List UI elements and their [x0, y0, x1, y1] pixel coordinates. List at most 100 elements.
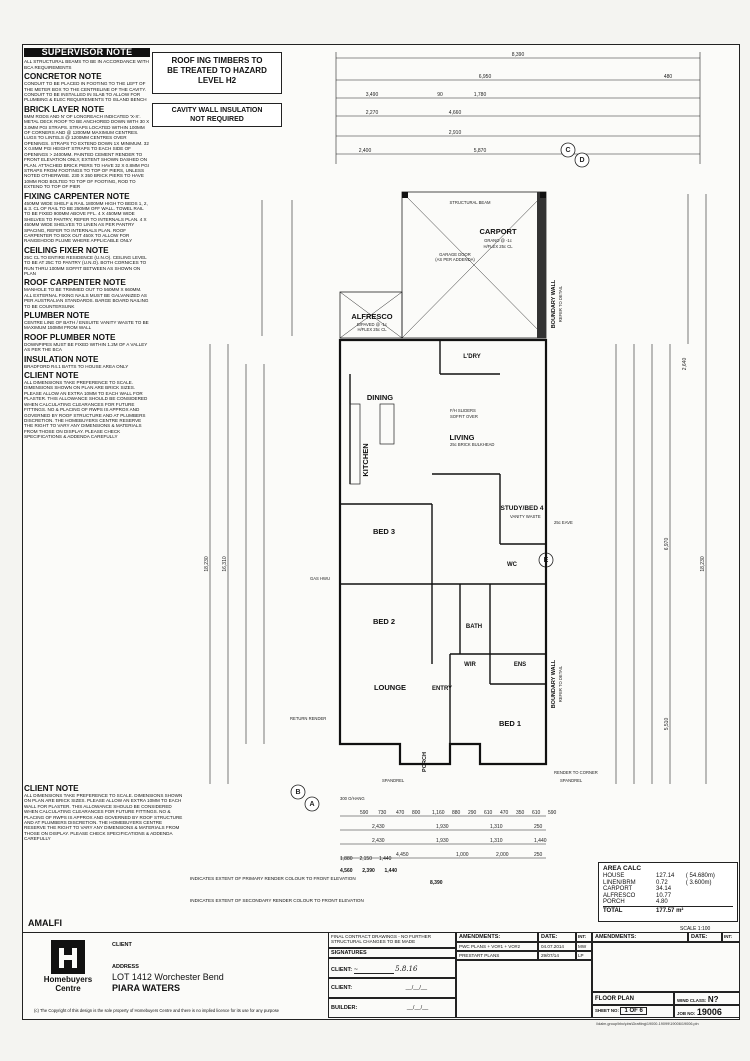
note-section-title: ROOF PLUMBER NOTE [24, 332, 116, 342]
bottom-dim: 610 [532, 810, 541, 816]
roof-box-line: BE TREATED TO HAZARD [167, 66, 267, 75]
area-total-label: TOTAL [603, 905, 657, 914]
spandrel-label: SPANDREL [382, 778, 405, 783]
boundary-wall-sub-2: REFER TO DETAIL [558, 665, 563, 702]
note-section: CEILING FIXER NOTE 25c CL TO ENTIRE RESI… [24, 246, 150, 277]
client-signature: ~ [353, 967, 394, 974]
cavity-box-line: NOT REQUIRED [190, 116, 244, 123]
client-note-footer-text: ALL DIMENSIONS TAKE PREFERENCE TO SCALE.… [24, 793, 183, 842]
dining-label: DINING [367, 393, 393, 402]
signatures-panel: FINAL CONTRACT DRAWINGS - NO FURTHER STR… [328, 932, 456, 1018]
garage-door-label: GARAGE DOOR [439, 252, 471, 257]
top-dim-2: 6,950 [479, 74, 492, 80]
area-value: 10.77 [656, 892, 672, 899]
supervisor-note-title: SUPERVISOR NOTE [24, 48, 150, 58]
alfresco-dim: 2,400 [359, 148, 372, 154]
boundary-wall-sub: REFER TO DETAIL [558, 285, 563, 322]
study-dim: 2,910 [449, 130, 462, 136]
legend-secondary: INDICATES EXTENT OF SECONDARY RENDER COL… [190, 898, 364, 903]
grid-markers [290, 142, 590, 812]
client-signature-row: CLIENT: ~ 5.8.16 [328, 958, 456, 978]
scale-label: SCALE 1:100 [680, 926, 711, 932]
area-calc-title: AREA CALC [603, 865, 642, 872]
amend-date-header-2: DATE: [688, 932, 722, 942]
bottom-dim: 1,930 [436, 824, 449, 830]
porch-label: PORCH [422, 752, 428, 772]
job-no-value: 19006 [696, 1007, 722, 1017]
note-section-title: INSULATION NOTE [24, 354, 99, 364]
kitchen-bench [349, 403, 395, 485]
bottom-dim: 1,440 [384, 868, 398, 874]
client-label: CLIENT [112, 942, 132, 948]
amend-row-2: PRESTART PLANS [456, 951, 538, 960]
dining-dim: 3,490 [366, 92, 379, 98]
bottom-dim: 1,160 [432, 810, 445, 816]
amendments-header-2: AMENDMENTS: [592, 932, 688, 942]
area-value: 0.72 [656, 879, 668, 886]
job-no-label: JOB NO: [677, 1011, 696, 1016]
side-right-dim-2: 6,970 [664, 538, 670, 551]
note-section-title: CLIENT NOTE [24, 371, 79, 381]
alfresco-area [339, 291, 403, 339]
supervisor-note-text: ALL STRUCTURAL BEAMS TO BE IN ACCORDANCE… [24, 59, 149, 70]
amend-row-1: PWC PLANS + VO#1 + VO#2 [456, 942, 538, 951]
notes-column: SUPERVISOR NOTE ALL STRUCTURAL BEAMS TO … [24, 48, 150, 934]
wind-class-label: WIND CLASS: [677, 998, 707, 1003]
bottom-dim: 800 [412, 810, 421, 816]
eave-label: 25c EAVE [554, 520, 573, 525]
client2-date: __/__/__ [405, 985, 428, 991]
bed3-label: BED 3 [373, 527, 395, 536]
carport-sub-2: H/FLEX 25c CL [483, 244, 513, 249]
client2-label: CLIENT: [331, 985, 353, 991]
amend-int-header-2: INT: [722, 932, 740, 942]
grid-marker-b: B [295, 789, 300, 796]
bottom-dim: 1,310 [490, 824, 503, 830]
cavity-insulation-box: CAVITY WALL INSULATION NOT REQUIRED [152, 103, 282, 127]
note-section: CLIENT NOTE ALL DIMENSIONS TAKE PREFEREN… [24, 371, 150, 439]
address-line1: LOT 1412 Worchester Bend [112, 972, 224, 982]
spandrel-label-2: SPANDREL [560, 778, 583, 783]
bottom-dim: 2,430 [372, 824, 385, 830]
legend-primary: INDICATES EXTENT OF PRIMARY RENDER COLOU… [190, 876, 356, 881]
bottom-dim: 1,440 [534, 838, 547, 844]
note-section-text: 450mm WIDE SHELF & RAIL 1800mm HIGH TO B… [24, 200, 148, 244]
note-section-text: DOWNPIPES MUST BE FIXED WITHIN 1.2m OF A… [24, 341, 148, 353]
alfresco-label: ALFRESCO [351, 312, 392, 321]
note-section-title: PLUMBER NOTE [24, 311, 90, 321]
amend-row-2-date: 29/07/14 [538, 951, 576, 960]
wind-class-value: N? [707, 995, 719, 1004]
sheet-no-value: 1 OF 6 [620, 1007, 647, 1015]
return-render-label: RETURN RENDER [290, 716, 326, 721]
roof-timber-note-box: ROOF ING TIMBERS TO BE TREATED TO HAZARD… [152, 52, 282, 94]
bottom-dim: 880 [452, 810, 461, 816]
side-right-dim-4: 5,510 [664, 718, 670, 731]
note-section-title: BRICK LAYER NOTE [24, 104, 105, 114]
note-section-text: 5mm RODS AND N' OF LONGREACH INDICATED '… [24, 113, 150, 190]
top-dim-3: 480 [664, 74, 673, 80]
area-total-value: 177.57 m² [656, 905, 733, 914]
note-section-text: ALL DIMENSIONS TAKE PREFERENCE TO SCALE.… [24, 380, 148, 440]
ens-label: ENS [514, 662, 526, 668]
bottom-dim-parts: 4,560 2,390 1,440 [340, 868, 397, 874]
living-label: LIVING [449, 433, 474, 442]
ldry-dim: 1,780 [474, 92, 487, 98]
note-section-title: ROOF CARPENTER NOTE [24, 278, 126, 288]
copyright-text: (c) The Copyright of this design is the … [34, 1008, 280, 1013]
bottom-dim: 1,440 [378, 856, 392, 862]
client-note-footer: CLIENT NOTE ALL DIMENSIONS TAKE PREFEREN… [24, 782, 184, 844]
grid-marker-a: A [309, 801, 314, 808]
grid-marker-d: D [579, 157, 584, 164]
client-sig-date: 5.8.16 [395, 965, 418, 973]
note-section: ROOF CARPENTER NOTE MANHOLE TO BE TRIMME… [24, 278, 150, 309]
note-section-text: 25c CL TO ENTIRE RESIDENCE (U.N.O). CEIL… [24, 254, 147, 276]
note-section: PLUMBER NOTE CENTRE LINE OF BATH / ENSUI… [24, 311, 150, 331]
drawing-sheet [22, 44, 740, 1020]
bottom-dim: 2,000 [496, 852, 509, 858]
note-section-text: CENTRE LINE OF BATH / ENSUITE VANITY WAS… [24, 320, 149, 331]
amend-date-header: DATE: [538, 932, 576, 942]
carport-label: CARPORT [479, 227, 517, 236]
render-corner-label: RENDER TO CORNER [554, 770, 598, 775]
vanity-waste-label: VANITY WASTE [510, 514, 541, 519]
